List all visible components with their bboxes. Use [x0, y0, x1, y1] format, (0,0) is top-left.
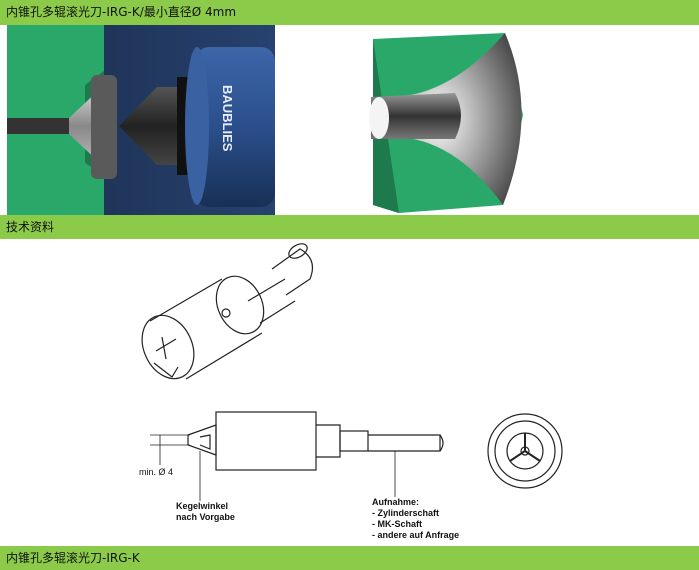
mount-title: Aufnahme: [372, 497, 419, 507]
mount-item-2: - MK-Schaft [372, 519, 422, 529]
technical-drawing: min. Ø 4 Kegelwinkel nach Vorgabe Aufnah… [139, 243, 563, 540]
footer-title: 内锥孔多辊滚光刀-IRG-K [0, 546, 699, 570]
angle-label-2: nach Vorgabe [176, 512, 235, 522]
workpiece-photo [369, 33, 523, 213]
min-diameter-label: min. Ø 4 [139, 467, 173, 477]
tool-photo: BAUBLIES [7, 25, 275, 215]
angle-label-1: Kegelwinkel [176, 501, 228, 511]
header-title: 内锥孔多辊滚光刀-IRG-K/最小直径Ø 4mm [0, 0, 699, 25]
brand-label: BAUBLIES [220, 85, 235, 152]
section-tech-label: 技术资料 [0, 215, 699, 239]
mount-item-1: - Zylinderschaft [372, 508, 439, 518]
mount-item-3: - andere auf Anfrage [372, 530, 459, 540]
